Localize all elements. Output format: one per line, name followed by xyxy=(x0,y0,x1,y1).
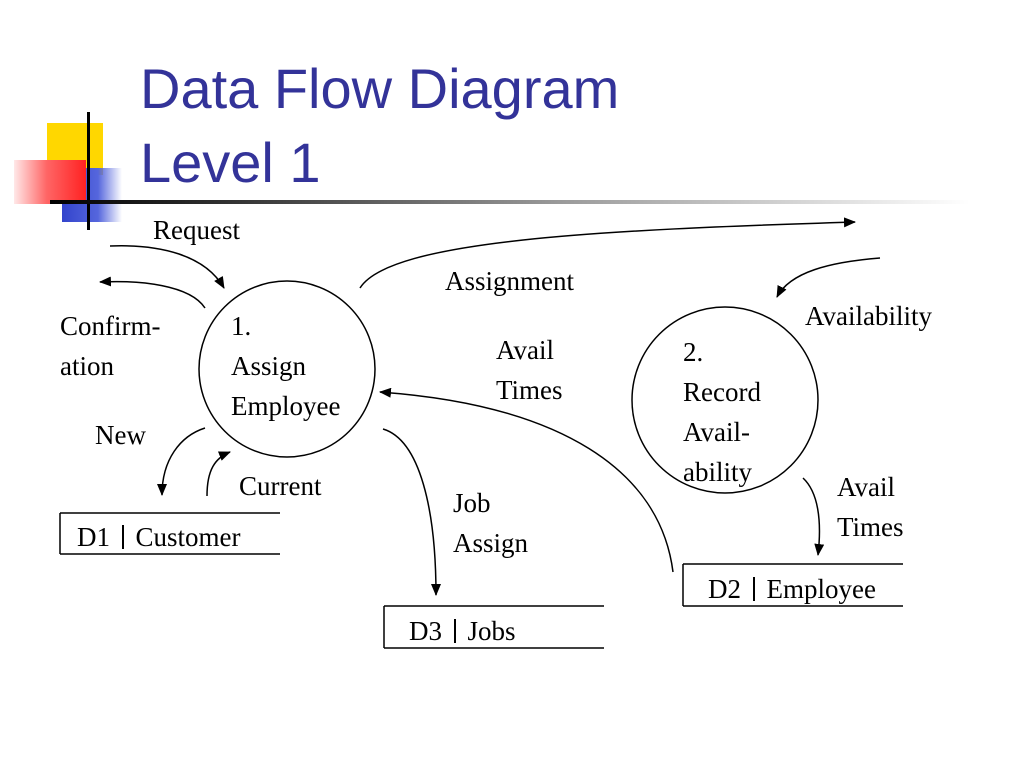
flow-label-current-text: Current xyxy=(239,471,322,501)
flow-arrow-avail-times-to-d2 xyxy=(802,477,825,556)
data-store-d3-shape xyxy=(383,605,604,649)
decor-vertical-line xyxy=(87,112,90,230)
process-2-circle xyxy=(631,306,819,494)
flow-label-confirmation-line-1: Confirm- xyxy=(60,311,161,341)
data-store-d1-divider xyxy=(121,525,124,549)
process-1-name-line-1: Assign xyxy=(231,351,307,381)
slide-title: Data Flow Diagram Level 1 xyxy=(140,52,619,200)
process-2-label: 2. Record Avail- ability xyxy=(683,332,761,492)
data-store-d1-name: Customer xyxy=(135,522,241,552)
flow-arrow-avail-times-to-p1 xyxy=(379,387,674,573)
data-store-d1-id: D1 xyxy=(77,522,110,552)
data-store-d3-name: Jobs xyxy=(467,616,516,646)
flow-label-availability-text: Availability xyxy=(805,301,932,331)
process-2-name-line-2: Avail- xyxy=(683,417,750,447)
data-store-d1-label: D1 Customer xyxy=(77,517,241,557)
flow-label-new-text: New xyxy=(95,420,146,450)
data-store-d3-id: D3 xyxy=(409,616,442,646)
flow-label-assignment-text: Assignment xyxy=(445,266,575,296)
flow-label-assignment: Assignment xyxy=(445,261,574,301)
flow-label-request: Request xyxy=(153,210,240,250)
process-2-name-line-3: ability xyxy=(683,457,752,487)
flow-arrow-job-assign xyxy=(382,428,441,596)
data-store-d2-label: D2 Employee xyxy=(708,569,876,609)
process-2-number: 2. xyxy=(683,337,704,367)
process-1-number: 1. xyxy=(231,311,252,341)
flow-arrow-confirmation xyxy=(99,276,206,309)
process-1-label: 1. Assign Employee xyxy=(231,306,340,426)
title-line-1: Data Flow Diagram xyxy=(140,57,620,120)
flow-arrow-request xyxy=(109,245,225,289)
flow-label-job-assign-line-2: Assign xyxy=(453,528,529,558)
flow-label-avail-times-to-d2-line-1: Avail xyxy=(837,472,895,502)
process-1-name-line-2: Employee xyxy=(231,391,341,421)
flow-label-current: Current xyxy=(239,466,321,506)
data-store-d3-divider xyxy=(453,619,456,643)
flow-label-avail-times-to-d2: Avail Times xyxy=(837,467,904,547)
flow-arrow-current xyxy=(206,451,231,497)
data-store-d2-id: D2 xyxy=(708,574,741,604)
data-store-d2-divider xyxy=(752,577,755,601)
flow-label-avail-times-to-p1-line-1: Avail xyxy=(496,335,554,365)
flow-label-avail-times-to-p1-line-2: Times xyxy=(496,375,563,405)
data-store-d2-shape xyxy=(682,563,903,607)
flow-arrow-availability xyxy=(776,257,881,298)
data-store-d1-shape xyxy=(59,512,280,555)
flow-label-avail-times-to-d2-line-2: Times xyxy=(837,512,904,542)
process-2-name-line-1: Record xyxy=(683,377,761,407)
title-line-2: Level 1 xyxy=(140,131,321,194)
flow-label-avail-times-to-p1: Avail Times xyxy=(496,330,563,410)
flow-label-request-text: Request xyxy=(153,215,240,245)
process-1-circle xyxy=(198,280,376,458)
flow-label-confirmation-line-2: ation xyxy=(60,351,114,381)
flow-label-new: New xyxy=(95,415,146,455)
decor-horizontal-rule xyxy=(50,200,970,204)
flow-arrow-assignment xyxy=(359,217,856,289)
flow-label-confirmation: Confirm- ation xyxy=(60,306,161,386)
flow-label-job-assign: Job Assign xyxy=(453,483,528,563)
decor-red-square xyxy=(14,160,86,204)
data-store-d3-label: D3 Jobs xyxy=(409,611,516,651)
flow-label-availability: Availability xyxy=(805,296,932,336)
flow-arrow-new xyxy=(157,427,206,496)
flow-label-job-assign-line-1: Job xyxy=(453,488,491,518)
data-store-d2-name: Employee xyxy=(766,574,876,604)
